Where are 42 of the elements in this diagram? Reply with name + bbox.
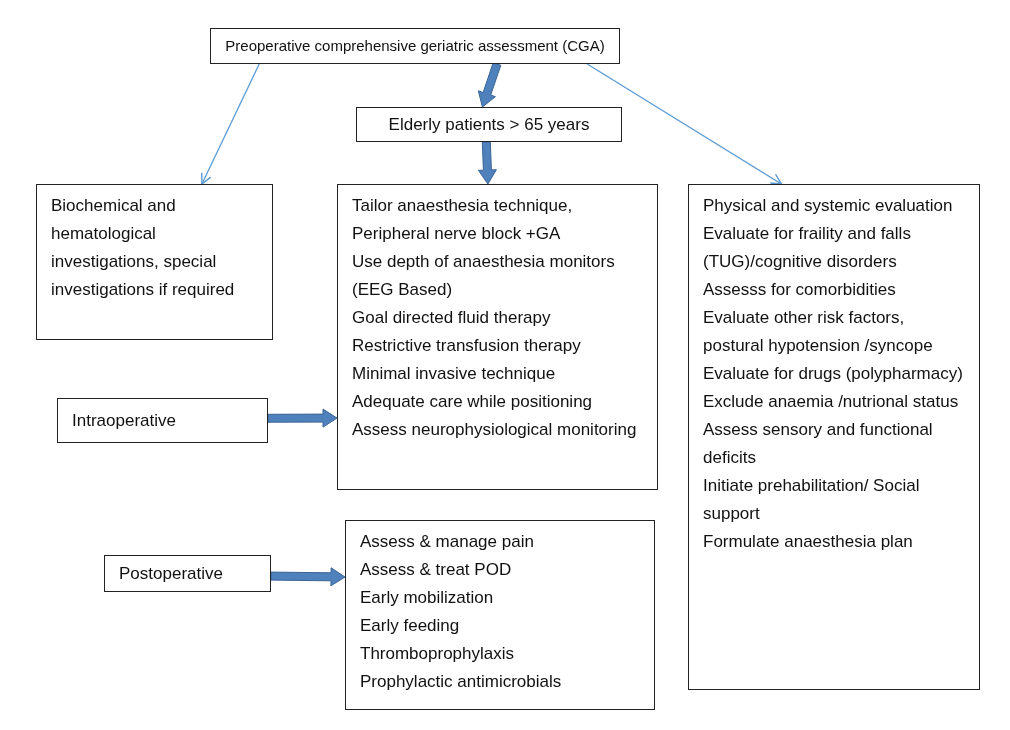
block-arrow	[270, 567, 346, 587]
list-item: Minimal invasive technique	[352, 363, 557, 385]
box-text: Postoperative	[119, 562, 224, 585]
list-item: Evaluate for fraility and falls (TUG)/cognitive disorders	[703, 223, 912, 273]
box-text: Preoperative comprehensive geriatric assessment (CGA)	[225, 36, 605, 56]
process-box	[57, 398, 268, 443]
list-item: Assess & treat POD	[360, 559, 513, 581]
list-item: Assess sensory and functional deficits	[703, 419, 934, 469]
list-item: Assesss for comorbidities	[703, 279, 897, 301]
list-item: Assess & manage pain	[360, 531, 535, 553]
process-box	[104, 555, 271, 592]
box-text: Intraoperative	[72, 409, 177, 432]
list-item: Assess neurophysiological monitoring	[352, 419, 638, 441]
list-item: Goal directed fluid therapy	[352, 307, 552, 329]
list-item: Tailor anaesthesia technique,	[352, 195, 574, 217]
list-item: Evaluate for drugs (polypharmacy)	[703, 363, 964, 385]
list-item: Peripheral nerve block +GA	[352, 223, 562, 245]
list-item: Prophylactic antimicrobials	[360, 671, 563, 693]
block-arrow	[477, 62, 502, 108]
block-arrow	[477, 141, 497, 185]
arrow	[586, 63, 783, 185]
list-item: Early mobilization	[360, 587, 495, 609]
list-item: Formulate anaesthesia plan	[703, 531, 914, 553]
list-item: Exclude anaemia /nutrional status	[703, 391, 960, 413]
process-box	[356, 107, 622, 142]
process-box	[345, 520, 655, 710]
list-item: Initiate prehabilitation/ Social support	[703, 475, 921, 525]
process-box	[688, 184, 980, 690]
box-text: Elderly patients > 65 years	[388, 113, 590, 136]
process-box	[210, 28, 620, 64]
list-item: Adequate care while positioning	[352, 391, 594, 413]
list-item: Evaluate other risk factors, postural hypotension /syncope	[703, 307, 934, 357]
block-arrow	[267, 408, 338, 428]
process-box	[36, 184, 273, 340]
arrow	[201, 63, 260, 185]
list-item: Physical and systemic evaluation	[703, 195, 954, 217]
process-box	[337, 184, 658, 490]
box-text: Biochemical and hematological investigations, special investigations if required	[51, 195, 236, 301]
list-item: Early feeding	[360, 615, 461, 637]
list-item: Use depth of anaesthesia monitors (EEG Based)	[352, 251, 616, 301]
list-item: Restrictive transfusion therapy	[352, 335, 582, 357]
list-item: Thromboprophylaxis	[360, 643, 515, 665]
